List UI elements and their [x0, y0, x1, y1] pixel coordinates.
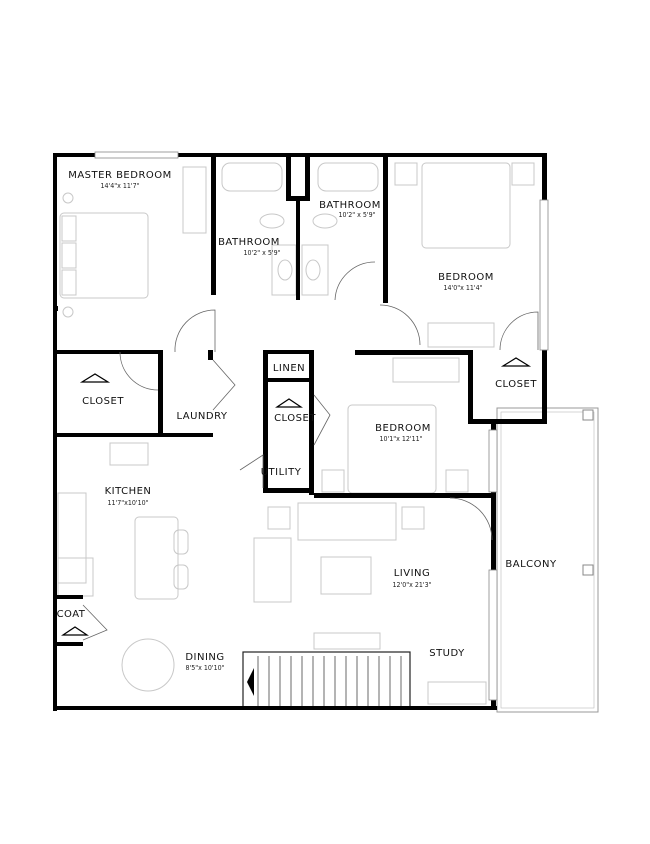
hanger-icon — [500, 357, 532, 367]
laundry-label: LAUNDRY — [176, 411, 227, 422]
coat-label: COAT — [57, 609, 86, 620]
walls — [53, 153, 547, 711]
bedroom-2-size: 10'1"x 12'11" — [379, 435, 422, 443]
hall-closet-label: CLOSET — [274, 413, 316, 424]
staircase — [242, 651, 411, 709]
master-closet-label: CLOSET — [82, 396, 124, 407]
study-label: STUDY — [429, 648, 465, 659]
hanger-icons — [61, 357, 532, 636]
utility-label: UTILITY — [261, 467, 302, 478]
master-bedroom-label: MASTER BEDROOM — [68, 170, 172, 181]
bathroom-2-size: 10'2" x 5'9" — [338, 211, 375, 219]
room-labels: MASTER BEDROOM 14'4"x 11'7" BATHROOM 10'… — [57, 170, 557, 672]
bedroom-1-label: BEDROOM — [438, 272, 494, 283]
bedroom-1-size: 14'0"x 11'4" — [443, 284, 482, 292]
bathroom-1-size: 10'2" x 5'9" — [243, 249, 280, 257]
living-size: 12'0"x 21'3" — [392, 581, 431, 589]
bathroom-1-label: BATHROOM — [218, 237, 280, 248]
hanger-icon — [79, 373, 111, 383]
bathroom-2-label: BATHROOM — [319, 200, 381, 211]
windows — [94, 151, 549, 701]
hanger-icon — [61, 626, 89, 636]
bedroom-2-label: BEDROOM — [375, 423, 431, 434]
kitchen-size: 11'7"x10'10" — [107, 499, 148, 507]
kitchen-label: KITCHEN — [105, 486, 152, 497]
doors — [82, 261, 539, 641]
dining-label: DINING — [185, 652, 224, 663]
dining-size: 8'5"x 10'10" — [185, 664, 224, 672]
living-label: LIVING — [394, 568, 431, 579]
bedroom-closet-label: CLOSET — [495, 379, 537, 390]
hanger-icon — [275, 398, 303, 408]
fixtures — [57, 162, 535, 705]
linen-label: LINEN — [273, 363, 305, 374]
balcony-area — [496, 407, 599, 713]
balcony-label: BALCONY — [505, 559, 557, 570]
master-bedroom-size: 14'4"x 11'7" — [100, 182, 139, 190]
